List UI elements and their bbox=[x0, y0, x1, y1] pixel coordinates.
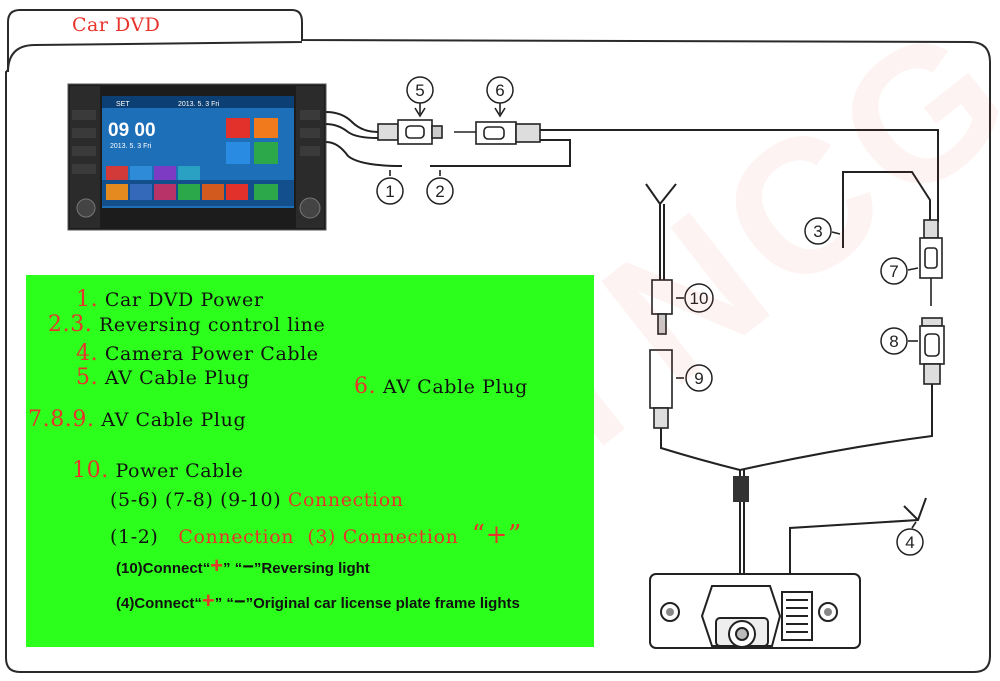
legend-connection-3: Connection bbox=[342, 526, 459, 548]
legend-num-4: 5. bbox=[76, 365, 99, 390]
legend-line-5: 6. AV Cable Plug bbox=[354, 374, 528, 399]
quote-open-4: “ bbox=[194, 595, 202, 612]
quote-open-10: “ bbox=[202, 560, 211, 577]
dvd-cables bbox=[325, 111, 470, 167]
connector-9 bbox=[649, 349, 673, 429]
quote-open-minus-4: “ bbox=[226, 595, 234, 612]
plus-sign-10: + bbox=[210, 553, 224, 578]
callout-3: 3 bbox=[813, 222, 822, 241]
minus-sign-10: − bbox=[242, 556, 254, 578]
legend-text-7: Power Cable bbox=[115, 460, 244, 482]
legend-line-1: 1. Car DVD Power bbox=[76, 287, 264, 312]
screen-status: SET bbox=[116, 101, 130, 108]
legend-reversing-light: ”Reversing light bbox=[253, 560, 370, 577]
legend-connection-1: Connection bbox=[287, 489, 404, 511]
legend-pair-1-2: (1-2) bbox=[110, 526, 159, 548]
legend-connect-4: (4)Connect bbox=[116, 595, 195, 612]
plus-sign-4: + bbox=[201, 588, 215, 613]
legend-three: (3) bbox=[307, 526, 337, 548]
av-cable-6 bbox=[470, 129, 939, 222]
legend-line-4: 5. AV Cable Plug bbox=[76, 365, 250, 390]
legend-plus-quote: “+” bbox=[471, 520, 522, 550]
legend-text-2: Reversing control line bbox=[99, 314, 326, 336]
legend-line-9: (1-2) Connection (3) Connection “+” bbox=[110, 520, 522, 550]
legend-line-11: (4)Connect“+” “−”Original car license pl… bbox=[116, 588, 520, 614]
legend-line-8: (5-6) (7-8) (9-10) Connection bbox=[110, 489, 404, 511]
legend-text-3: Camera Power Cable bbox=[104, 343, 319, 365]
callout-9: 9 bbox=[694, 369, 703, 388]
legend-num-7: 10. bbox=[72, 458, 109, 483]
callout-1: 1 bbox=[385, 182, 394, 201]
legend-pairs: (5-6) (7-8) (9-10) bbox=[110, 489, 282, 511]
legend-num-2: 2.3. bbox=[48, 312, 93, 337]
callout-10: 10 bbox=[690, 289, 709, 308]
callout-arrows bbox=[389, 102, 919, 529]
quote-close-10: ” bbox=[223, 560, 231, 577]
legend-num-5: 6. bbox=[354, 374, 377, 399]
legend-text-5: AV Cable Plug bbox=[382, 376, 528, 398]
legend-line-6: 7.8.9. AV Cable Plug bbox=[28, 407, 246, 432]
car-dvd-unit: SET 2013. 5. 3 Fri 09 00 2013. 5. 3 Fri bbox=[67, 83, 327, 231]
callout-8: 8 bbox=[889, 332, 898, 351]
callout-4: 4 bbox=[905, 533, 914, 552]
power-cable bbox=[645, 183, 677, 280]
callout-6: 6 bbox=[495, 81, 504, 100]
legend-connect-10: (10)Connect bbox=[116, 560, 203, 577]
legend-num-6: 7.8.9. bbox=[28, 407, 95, 432]
callout-7: 7 bbox=[889, 262, 898, 281]
quote-close-4: ” bbox=[214, 595, 223, 612]
connector-8 bbox=[919, 317, 945, 385]
connector-7 bbox=[919, 219, 943, 306]
callout-5: 5 bbox=[415, 81, 424, 100]
diagram-title: Car DVD bbox=[72, 14, 161, 36]
screen-date-top: 2013. 5. 3 Fri bbox=[178, 101, 220, 108]
legend-line-3: 4. Camera Power Cable bbox=[76, 341, 319, 366]
diagram-frame bbox=[5, 9, 991, 673]
legend-line-10: (10)Connect“+” “−”Reversing light bbox=[116, 553, 370, 579]
legend-connection-2: Connection bbox=[178, 526, 295, 548]
connector-10 bbox=[651, 279, 673, 335]
connector-6 bbox=[454, 121, 541, 145]
cable-junction bbox=[733, 476, 749, 502]
legend-text-6: AV Cable Plug bbox=[101, 409, 247, 431]
legend-line-2: 2.3. Reversing control line bbox=[48, 312, 325, 337]
callout-2: 2 bbox=[435, 182, 444, 201]
camera-cable bbox=[660, 384, 933, 574]
legend-text-1: Car DVD Power bbox=[104, 289, 264, 311]
rear-camera bbox=[649, 573, 861, 649]
connector-5 bbox=[377, 119, 443, 145]
legend-panel bbox=[26, 275, 594, 647]
legend-num-3: 4. bbox=[76, 341, 99, 366]
callouts: 5 6 1 2 3 7 8 10 9 4 bbox=[376, 76, 924, 556]
legend-line-7: 10. Power Cable bbox=[72, 458, 243, 483]
reversing-control-line bbox=[842, 171, 931, 248]
screen-clock: 09 00 bbox=[108, 120, 156, 141]
minus-sign-4: − bbox=[233, 591, 246, 613]
legend-text-4: AV Cable Plug bbox=[104, 367, 250, 389]
legend-plate-lights: ”Original car license plate frame lights bbox=[245, 595, 520, 612]
legend-num-1: 1. bbox=[76, 287, 99, 312]
screen-date-small: 2013. 5. 3 Fri bbox=[110, 143, 152, 150]
quote-open-minus-10: “ bbox=[234, 560, 243, 577]
